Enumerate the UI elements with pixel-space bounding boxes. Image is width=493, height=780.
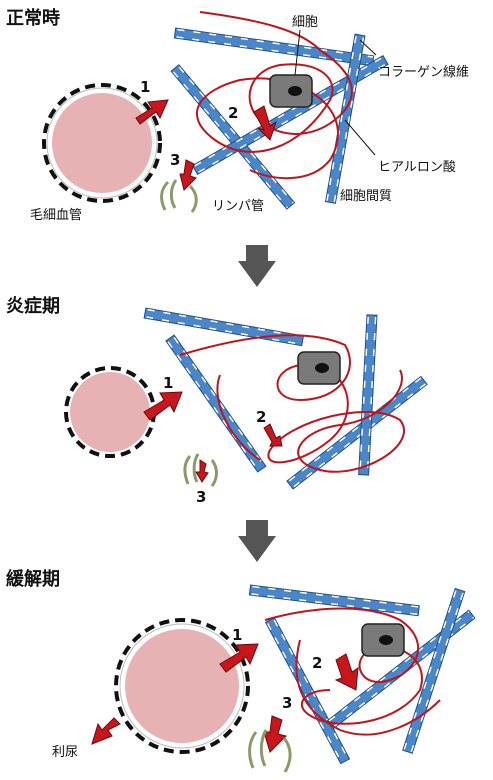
hyaluronan-label: ヒアルロン酸	[378, 160, 456, 175]
arrow-number-2: 2	[312, 654, 322, 672]
lymph-label: リンパ管	[212, 199, 264, 214]
capillary-normal	[44, 85, 160, 201]
interstitium-label: 細胞間質	[340, 189, 392, 204]
lymph-vessel-icon	[162, 180, 197, 212]
stage-title-remission: 緩解期	[6, 568, 60, 590]
red-arrow-icon	[264, 424, 282, 446]
diuresis-label: 利尿	[52, 745, 78, 760]
arrow-number-2: 2	[228, 104, 238, 122]
down-arrow-icon	[238, 245, 276, 287]
cell-inflammation	[298, 352, 340, 384]
red-arrow-icon	[196, 460, 208, 482]
collagen-label: コラーゲン線維	[378, 64, 469, 80]
arrow-number-3: 3	[196, 488, 206, 506]
red-arrow-icon	[92, 718, 120, 744]
red-arrow-icon	[336, 654, 358, 690]
arrow-number-1: 1	[163, 374, 173, 392]
stage-title-normal: 正常時	[6, 7, 60, 29]
arrow-number-2: 2	[256, 408, 266, 426]
arrow-number-3: 3	[282, 694, 292, 712]
arrow-number-1: 1	[140, 78, 150, 96]
stage-remission: 緩解期 1 2 3 利尿	[6, 568, 475, 772]
capillary-label: 毛細血管	[30, 208, 82, 223]
cell-label: 細胞	[292, 15, 318, 30]
cell-normal	[270, 75, 312, 107]
down-arrow-icon	[238, 520, 276, 562]
stage-title-inflammation: 炎症期	[6, 295, 60, 317]
stage-inflammation: 炎症期 1 2 3	[6, 295, 427, 506]
red-arrow-icon	[180, 160, 196, 190]
cell-remission	[362, 624, 404, 656]
arrow-number-1: 1	[232, 626, 242, 644]
arrow-number-3: 3	[170, 151, 180, 169]
capillary-inflammation	[66, 368, 154, 456]
stage-normal: 正常時 毛細血管 細胞 コラーゲン線維 ヒアルロン酸 細胞間質	[6, 7, 469, 223]
collagen-fibers-normal	[171, 28, 388, 209]
capillary-remission	[116, 620, 248, 752]
red-arrow-icon	[264, 716, 286, 752]
